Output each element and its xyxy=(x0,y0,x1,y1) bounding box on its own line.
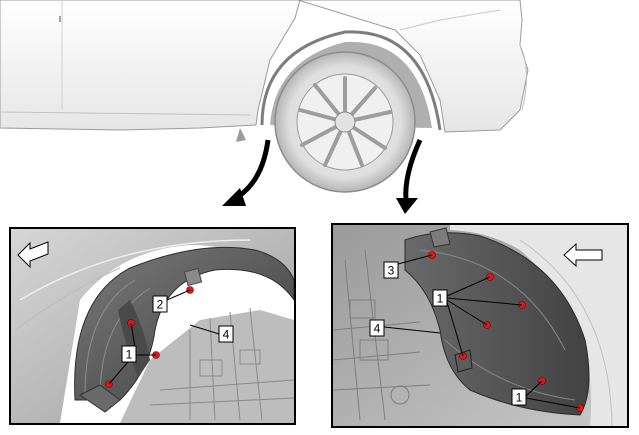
callout-number: 4 xyxy=(223,328,230,342)
pointer-arrow-right xyxy=(396,138,423,214)
callout-4-right: 4 xyxy=(369,319,385,337)
left-detail-panel: 2 4 1 xyxy=(9,227,296,425)
callout-1-right-lower: 1 xyxy=(511,388,527,406)
arrow-left-forward-icon xyxy=(563,242,603,268)
callout-number: 1 xyxy=(126,348,133,362)
callout-number: 3 xyxy=(388,264,395,278)
callout-2-left: 2 xyxy=(152,295,168,313)
callout-3-right: 3 xyxy=(383,261,399,279)
fasteners-left xyxy=(105,286,194,388)
right-detail-panel: 3 1 4 1 xyxy=(331,223,629,428)
callout-number: 1 xyxy=(437,292,444,306)
arrow-left-forward-icon xyxy=(17,241,49,269)
vehicle-body xyxy=(0,0,301,131)
callout-4-left: 4 xyxy=(218,325,234,343)
callout-1-right-upper: 1 xyxy=(432,289,448,307)
wheel-arch xyxy=(260,30,442,131)
pointer-arrow-left xyxy=(222,139,271,206)
callout-number: 1 xyxy=(516,391,523,405)
rear-quarter-panel xyxy=(297,0,529,133)
callout-number: 2 xyxy=(157,298,164,312)
callout-1-left: 1 xyxy=(121,345,137,363)
overview-vehicle xyxy=(0,0,529,193)
rear-wheel xyxy=(274,51,416,193)
callout-number: 4 xyxy=(374,322,381,336)
wheelhouse-liner-right xyxy=(404,232,590,416)
